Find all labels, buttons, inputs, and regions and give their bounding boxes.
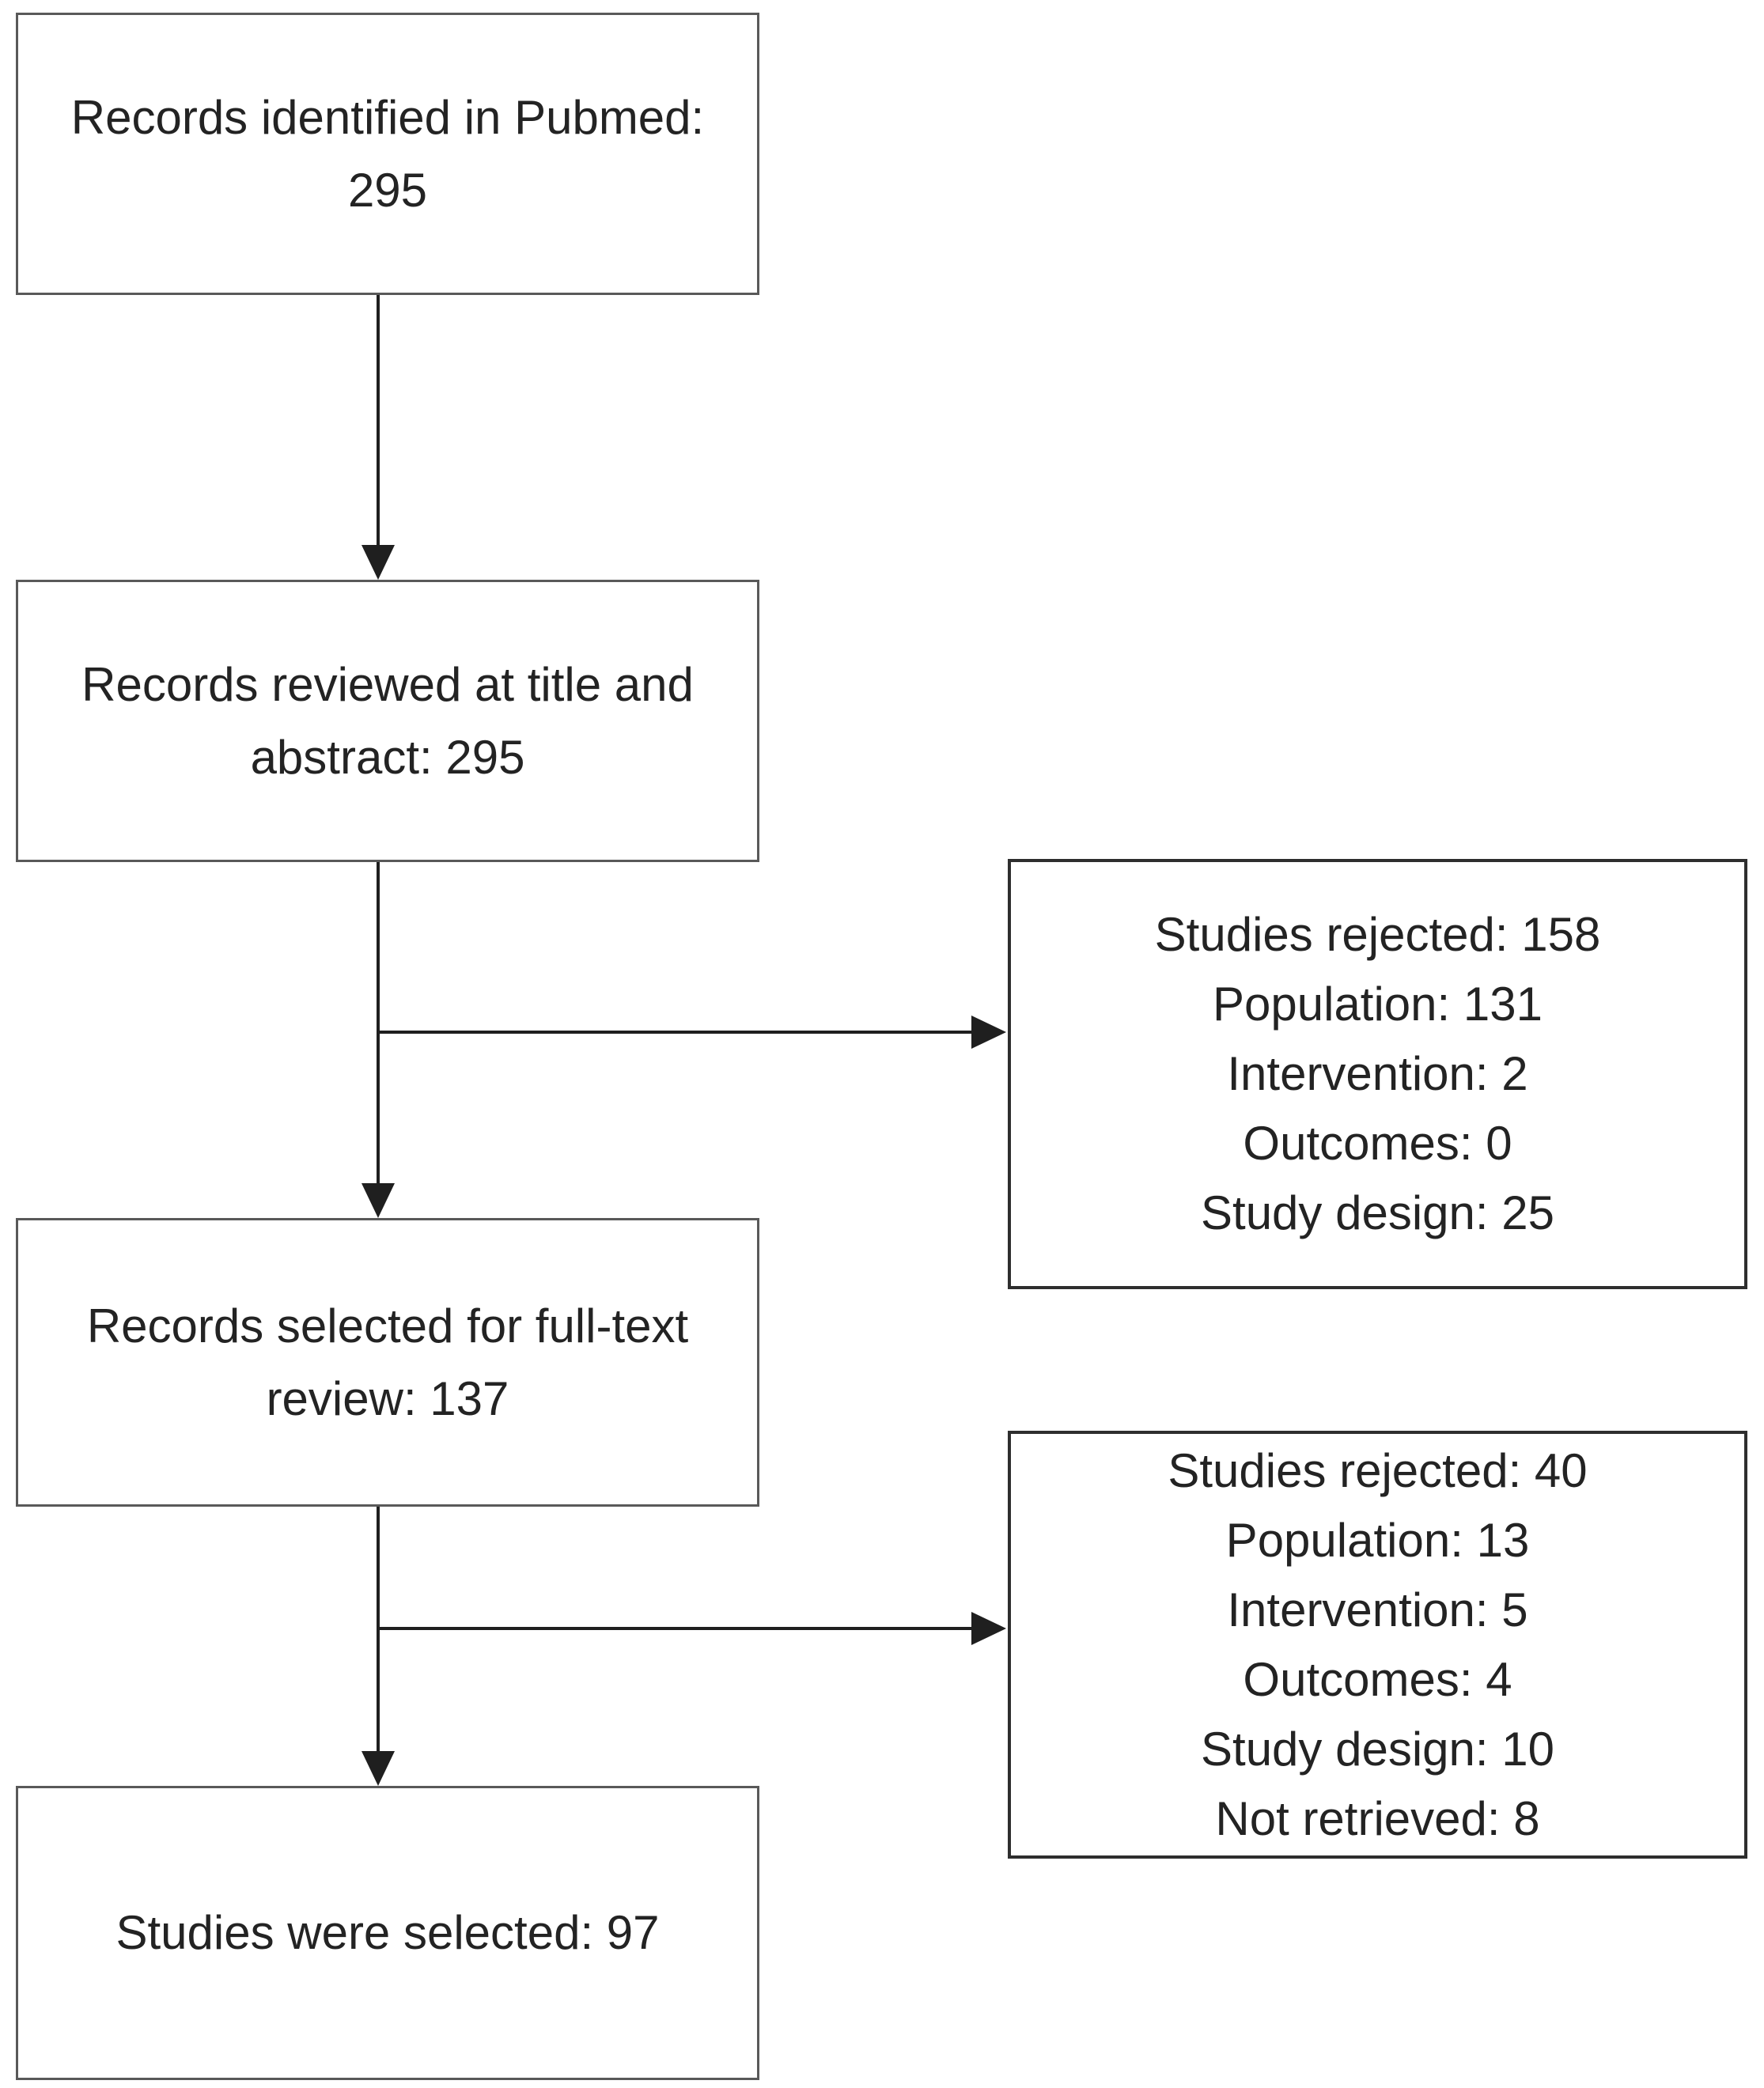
rejected1-line: Intervention: 2 — [1227, 1047, 1528, 1100]
rejected1-line: Population: 131 — [1212, 978, 1543, 1031]
arrow-fulltext-to-selected-line — [377, 1507, 380, 1754]
arrow-right-icon — [971, 1016, 1006, 1049]
box-studies-selected: Studies were selected: 97 — [16, 1786, 759, 2080]
box-studies-selected-line: Studies were selected: 97 — [115, 1906, 660, 1959]
rejected2-line: Not retrieved: 8 — [1215, 1791, 1540, 1845]
box-records-fulltext-review-line: Records selected for full-text — [86, 1299, 689, 1352]
arrow-reviewed-to-fulltext-line — [377, 862, 380, 1186]
arrow-down-icon — [362, 545, 395, 580]
arrow-down-icon — [362, 1751, 395, 1786]
box-records-fulltext-review: Records selected for full-text review: 1… — [16, 1218, 759, 1507]
rejected2-line: Population: 13 — [1225, 1513, 1530, 1567]
rejected2-line: Studies rejected: 40 — [1168, 1443, 1588, 1497]
rejected2-line: Intervention: 5 — [1227, 1583, 1528, 1636]
arrow-branch-to-rejected2-line — [377, 1627, 975, 1630]
rejected2-line: Outcomes: 4 — [1243, 1652, 1512, 1706]
box-records-reviewed-line: abstract: 295 — [250, 730, 525, 784]
arrow-right-icon — [971, 1612, 1006, 1645]
box-records-fulltext-review-line: review: 137 — [266, 1371, 509, 1425]
box-records-identified-line: Records identified in Pubmed: — [70, 90, 705, 144]
rejected1-line: Outcomes: 0 — [1243, 1117, 1512, 1170]
rejected1-line: Studies rejected: 158 — [1154, 908, 1601, 961]
arrow-identified-to-reviewed-line — [377, 295, 380, 550]
box-records-identified: Records identified in Pubmed: 295 — [16, 13, 759, 295]
arrow-down-icon — [362, 1183, 395, 1218]
arrow-branch-to-rejected1-line — [377, 1031, 975, 1034]
rejected1-line: Study design: 25 — [1201, 1186, 1554, 1239]
box-studies-rejected-fulltext: Studies rejected: 40 Population: 13 Inte… — [1008, 1431, 1747, 1859]
box-records-reviewed: Records reviewed at title and abstract: … — [16, 580, 759, 862]
box-records-reviewed-line: Records reviewed at title and — [81, 657, 694, 711]
box-studies-rejected-title-abstract: Studies rejected: 158 Population: 131 In… — [1008, 859, 1747, 1289]
rejected2-line: Study design: 10 — [1201, 1722, 1554, 1776]
box-records-identified-line: 295 — [347, 163, 428, 217]
